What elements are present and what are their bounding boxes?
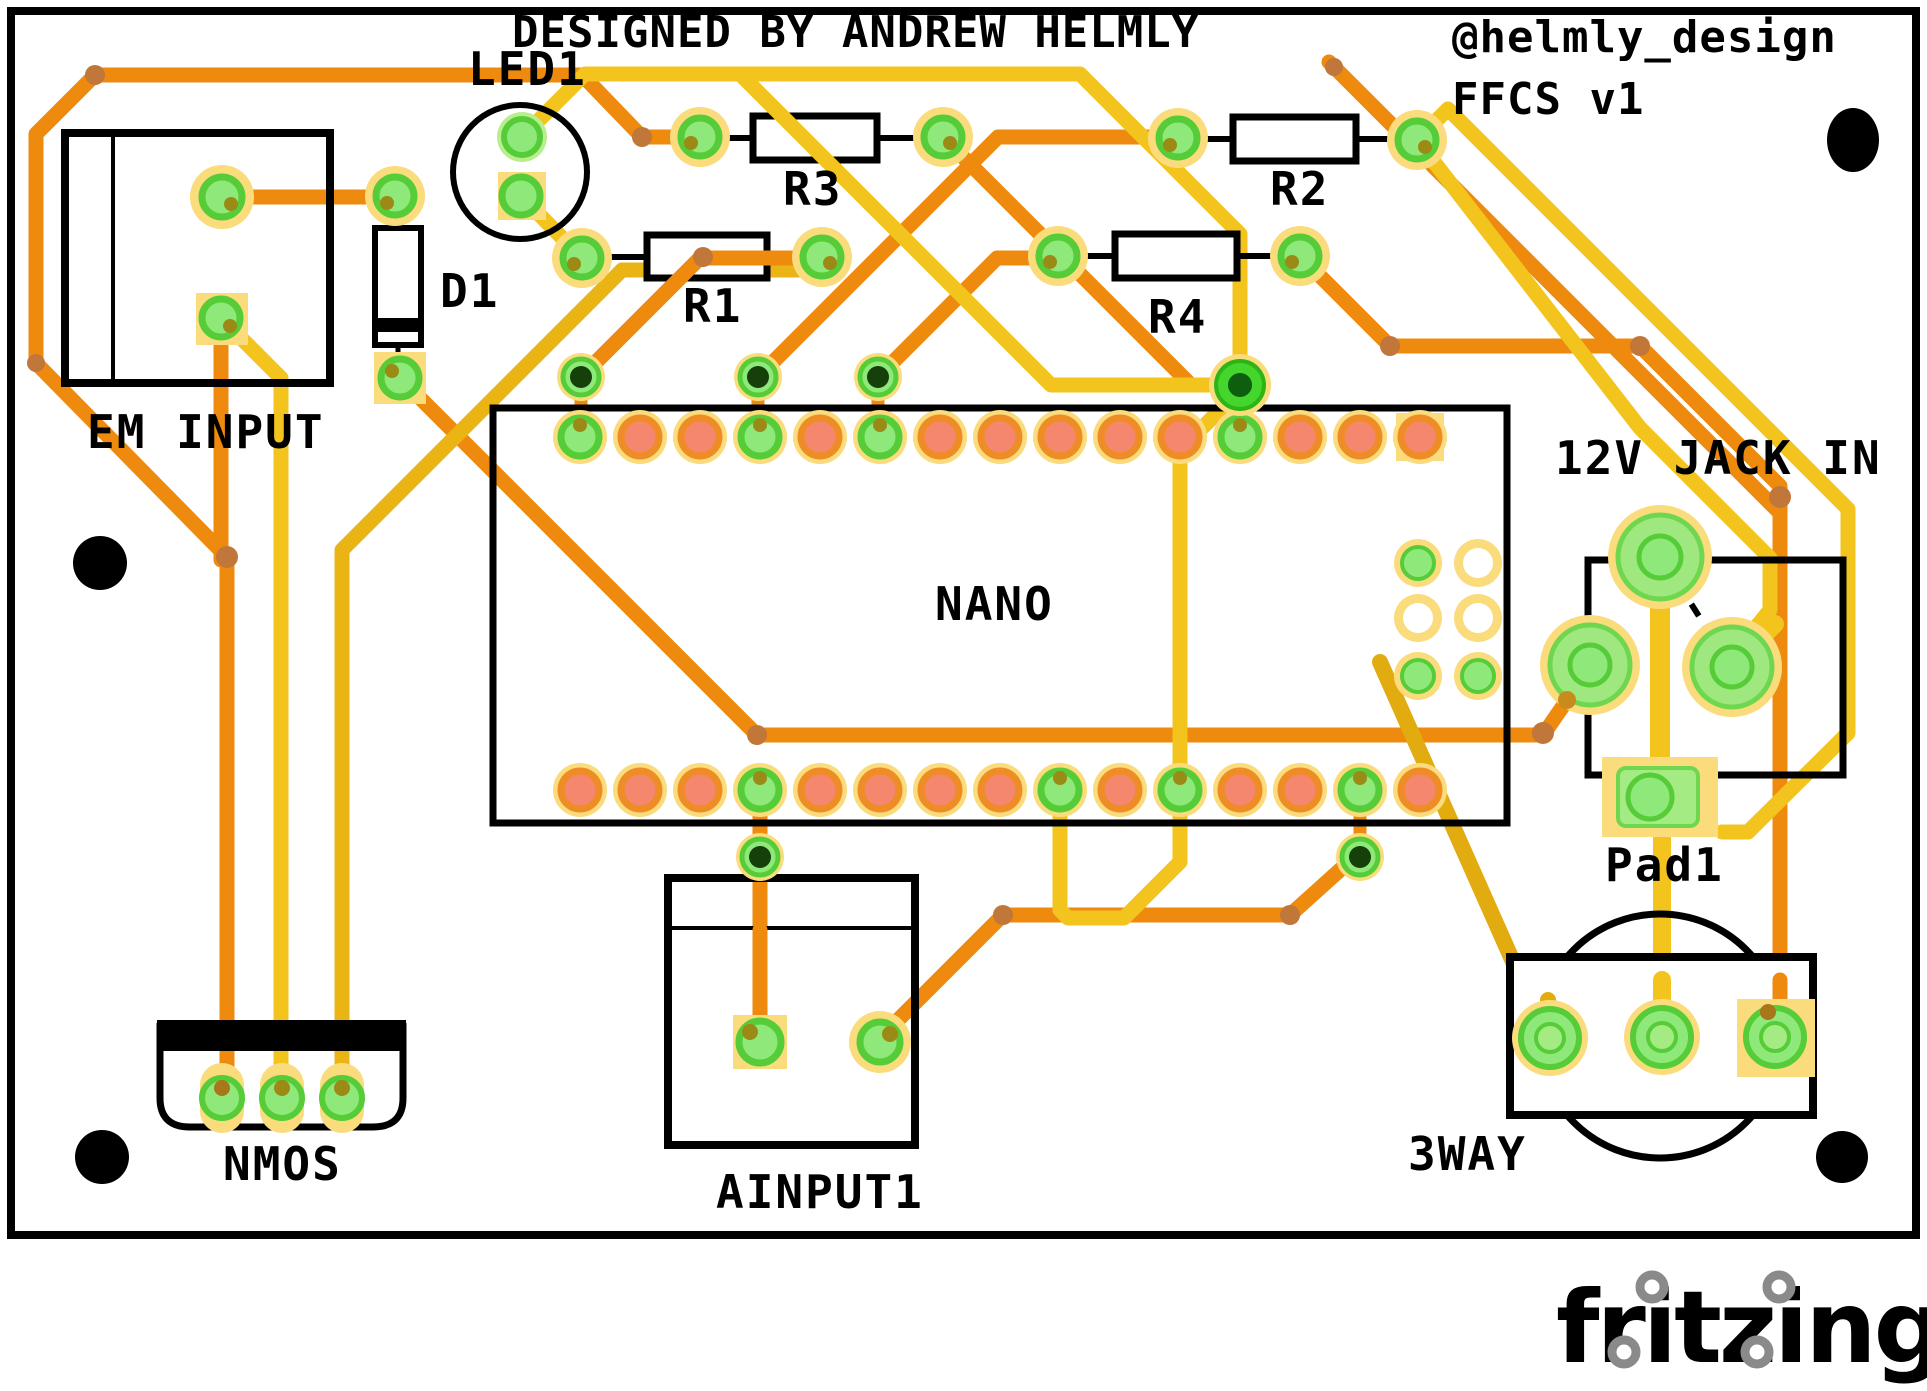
r4-body	[1111, 230, 1241, 282]
nano-pad-salmon	[1273, 763, 1327, 817]
jack-pad-right	[1682, 617, 1782, 717]
logo-via-dot	[1607, 1335, 1641, 1369]
r1-label: R1	[683, 279, 742, 333]
nano-pad-salmon	[613, 763, 667, 817]
mounting-hole	[1827, 108, 1879, 172]
nano-pad-salmon	[913, 410, 967, 464]
nano-pad-salmon	[613, 410, 667, 464]
nano-pad-salmon	[973, 763, 1027, 817]
nano-bottom-pad-row	[553, 763, 1447, 817]
r4-label: R4	[1148, 290, 1207, 344]
nano-pad-salmon	[973, 410, 1027, 464]
nano-pad-salmon	[1393, 763, 1447, 817]
trace-r2r-to-pad1-right	[1409, 101, 1856, 840]
nano-pad-salmon	[853, 763, 907, 817]
threeway-pads	[1512, 999, 1815, 1077]
led1-pads	[497, 112, 547, 220]
nano-pad-salmon	[1033, 410, 1087, 464]
led1-label: LED1	[468, 42, 587, 96]
nano-pad-salmon	[673, 410, 727, 464]
designer-handle: @helmly_design	[1452, 12, 1837, 63]
nano-pad-salmon	[673, 763, 727, 817]
ainput1-pads	[733, 1011, 911, 1073]
nano-pad-green	[1213, 410, 1267, 464]
nano-outline	[489, 404, 1511, 827]
em-input-label: EM INPUT	[87, 405, 325, 459]
nano-pad-salmon	[553, 763, 607, 817]
r2-label: R2	[1270, 162, 1329, 216]
fritzing-logo: fritzing	[1556, 1269, 1927, 1386]
jack-label: 12V JACK IN	[1555, 431, 1882, 485]
mounting-hole	[73, 536, 127, 590]
nano-pad-salmon	[1273, 410, 1327, 464]
nano-pad-green	[1153, 763, 1207, 817]
trace-ainput-to-via	[872, 844, 1368, 1046]
nano-pad-salmon	[1213, 763, 1267, 817]
nano-pad-green	[733, 763, 787, 817]
board-title: DESIGNED BY ANDREW HELMLY	[512, 7, 1199, 58]
nano-pad-salmon	[1333, 410, 1387, 464]
trace-via2-to-r2l	[750, 129, 1186, 385]
jack-pads	[1540, 505, 1782, 717]
nmos-pads	[199, 1063, 365, 1133]
via	[854, 353, 902, 401]
pad1-label: Pad1	[1605, 838, 1724, 892]
d1-cathode-band	[372, 318, 424, 332]
threeway-label: 3WAY	[1408, 1127, 1527, 1181]
nano-top-pad-row	[553, 410, 1447, 464]
logo-via-dot	[1762, 1270, 1796, 1304]
nano-pad-salmon	[793, 763, 847, 817]
ainput1-outline	[664, 874, 919, 1149]
jack-pad-top	[1608, 505, 1712, 609]
nmos-label: NMOS	[223, 1137, 342, 1191]
mounting-holes	[73, 108, 1879, 1184]
nano-pad-green	[733, 410, 787, 464]
via	[734, 353, 782, 401]
pads-and-vias	[190, 107, 1815, 1133]
nano-pad-salmon	[1093, 410, 1147, 464]
r3-label: R3	[783, 162, 842, 216]
led1-outline	[450, 102, 590, 242]
nano-pad-green	[1333, 763, 1387, 817]
nano-pad-green	[1033, 763, 1087, 817]
board-version: FFCS v1	[1452, 74, 1644, 125]
nano-label: NANO	[935, 577, 1054, 631]
via	[557, 353, 605, 401]
ainput1-label: AINPUT1	[716, 1165, 924, 1219]
nano-pad-salmon	[793, 410, 847, 464]
nano-inner-circles	[1394, 539, 1502, 700]
nano-pad-salmon_square	[1393, 410, 1447, 464]
mounting-hole	[1816, 1131, 1868, 1183]
nano-pad-salmon	[913, 763, 967, 817]
jack-pad-left	[1540, 615, 1640, 715]
nano-pad-salmon	[1153, 410, 1207, 464]
big-via	[1209, 354, 1271, 416]
mounting-hole	[75, 1130, 129, 1184]
via	[736, 833, 784, 881]
logo-via-dot	[1740, 1335, 1774, 1369]
resistor-pads	[552, 107, 1447, 288]
silkscreen-labels: DESIGNED BY ANDREW HELMLY @helmly_design…	[87, 7, 1882, 1219]
vias	[557, 353, 1384, 881]
pad1-pad	[1602, 757, 1718, 837]
nano-pad-green	[553, 410, 607, 464]
nmos-tab	[157, 1020, 406, 1051]
em-input-outline	[61, 129, 334, 387]
via	[1336, 833, 1384, 881]
d1-pads	[365, 166, 426, 404]
d1-label: D1	[440, 264, 499, 318]
nano-pad-green	[853, 410, 907, 464]
fritzing-logo-text: fritzing	[1556, 1269, 1927, 1386]
r2-body	[1229, 113, 1360, 165]
em-input-pads	[190, 165, 254, 345]
logo-via-dot	[1635, 1270, 1669, 1304]
nano-pad-salmon	[1093, 763, 1147, 817]
